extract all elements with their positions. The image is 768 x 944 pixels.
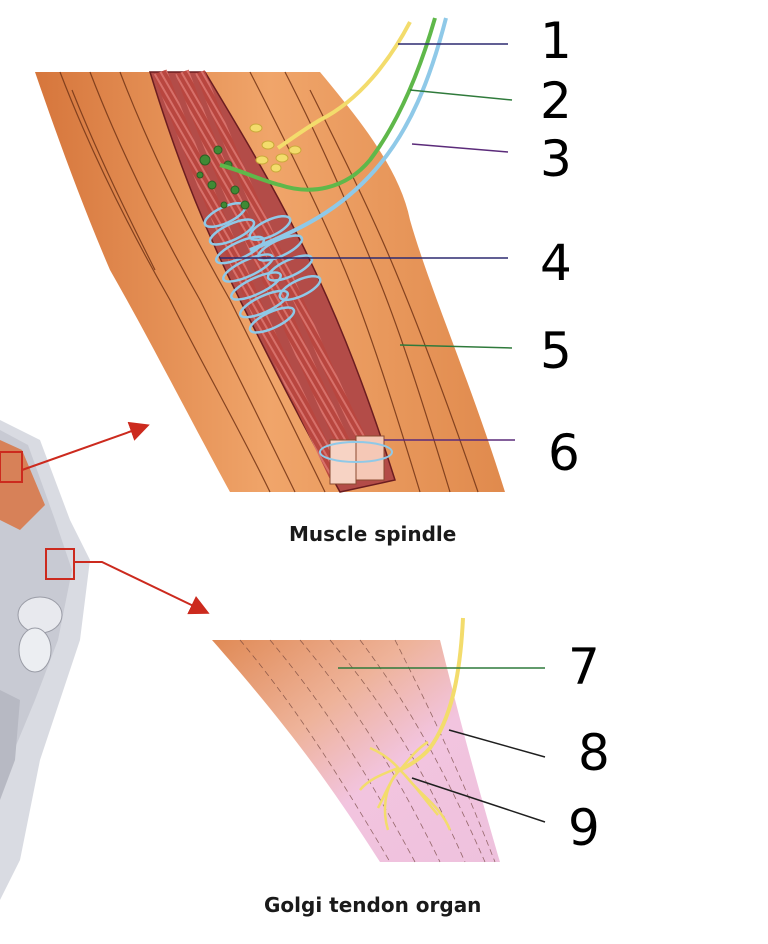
golgi-leader-lines xyxy=(338,667,546,823)
muscle-spindle-caption: Muscle spindle xyxy=(289,522,457,546)
label-9: 9 xyxy=(568,799,600,857)
arrow-to-golgi xyxy=(74,561,210,615)
arrow-to-spindle xyxy=(21,421,150,471)
label-8: 8 xyxy=(578,724,610,782)
golgi-location-box xyxy=(45,548,75,580)
label-7: 7 xyxy=(568,638,600,696)
golgi-afferent-nerve xyxy=(394,617,465,774)
label-2: 2 xyxy=(540,72,572,130)
nerve-yellow xyxy=(276,21,412,150)
flower-spray-ending xyxy=(249,123,302,173)
nerve-green xyxy=(219,17,437,192)
golgi-tendon-illustration xyxy=(212,617,500,863)
tendon-muscle-junction xyxy=(212,640,500,862)
label-3: 3 xyxy=(540,130,572,188)
nerve-blue xyxy=(249,17,448,252)
label-5: 5 xyxy=(540,322,572,380)
golgi-receptor-branches xyxy=(359,740,452,831)
spindle-location-box xyxy=(0,451,23,483)
muscle-spindle-illustration xyxy=(35,17,505,493)
limb-inset xyxy=(0,420,90,900)
label-6: 6 xyxy=(548,424,580,482)
spindle-leader-lines xyxy=(220,43,515,441)
golgi-tendon-caption: Golgi tendon organ xyxy=(264,893,482,917)
spindle-cut-end xyxy=(319,435,393,485)
label-4: 4 xyxy=(540,234,572,292)
label-1: 1 xyxy=(540,12,572,70)
